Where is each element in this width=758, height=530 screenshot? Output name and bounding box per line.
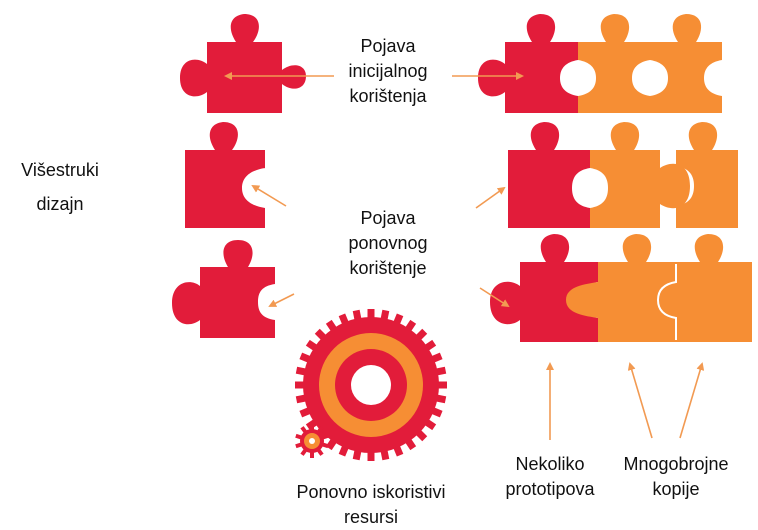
initial-use-label: Pojava inicijalnog korištenja — [318, 34, 458, 109]
puzzle-piece-icon — [566, 234, 676, 342]
reuse-line-2: ponovnog — [348, 233, 428, 253]
many-copies-line-2: kopije — [652, 479, 700, 499]
puzzle-piece-icon — [508, 122, 590, 228]
initial-use-line-2: inicijalnog — [348, 61, 428, 81]
reusable-resources-label: Ponovno iskoristivi resursi — [266, 480, 476, 530]
puzzle-piece-icon — [185, 122, 265, 228]
few-prototypes-label: Nekoliko prototipova — [490, 452, 610, 502]
reusable-resources-line-2: resursi — [343, 507, 398, 527]
puzzle-piece-icon — [676, 234, 752, 342]
puzzle-piece-icon — [590, 122, 690, 228]
multiple-design-label: Višestruki dizajn — [0, 158, 120, 217]
many-copies-line-1: Mnogobrojne — [623, 454, 729, 474]
gear-icon — [295, 309, 447, 461]
puzzle-piece-icon — [490, 234, 598, 342]
gear-icon — [295, 424, 329, 458]
few-prototypes-line-2: prototipova — [505, 479, 595, 499]
puzzle-piece-icon — [578, 14, 650, 113]
reuse-label: Pojava ponovnog korištenje — [318, 206, 458, 281]
initial-use-line-1: Pojava — [360, 36, 416, 56]
multiple-design-line-2: dizajn — [36, 194, 84, 214]
puzzle-piece-icon — [180, 14, 306, 113]
puzzle-piece-icon — [478, 14, 578, 113]
arrow-icon — [224, 72, 705, 440]
puzzle-piece-icon — [676, 122, 738, 228]
seam-line — [656, 264, 677, 340]
reusable-resources-line-1: Ponovno iskoristivi — [296, 482, 446, 502]
many-copies-label: Mnogobrojne kopije — [606, 452, 746, 502]
puzzle-piece-icon — [172, 240, 275, 338]
puzzle-piece-icon — [650, 14, 722, 113]
reuse-line-1: Pojava — [360, 208, 416, 228]
multiple-design-line-1: Višestruki — [21, 160, 99, 180]
reuse-line-3: korištenje — [349, 258, 427, 278]
initial-use-line-3: korištenja — [349, 86, 427, 106]
few-prototypes-line-1: Nekoliko — [515, 454, 585, 474]
